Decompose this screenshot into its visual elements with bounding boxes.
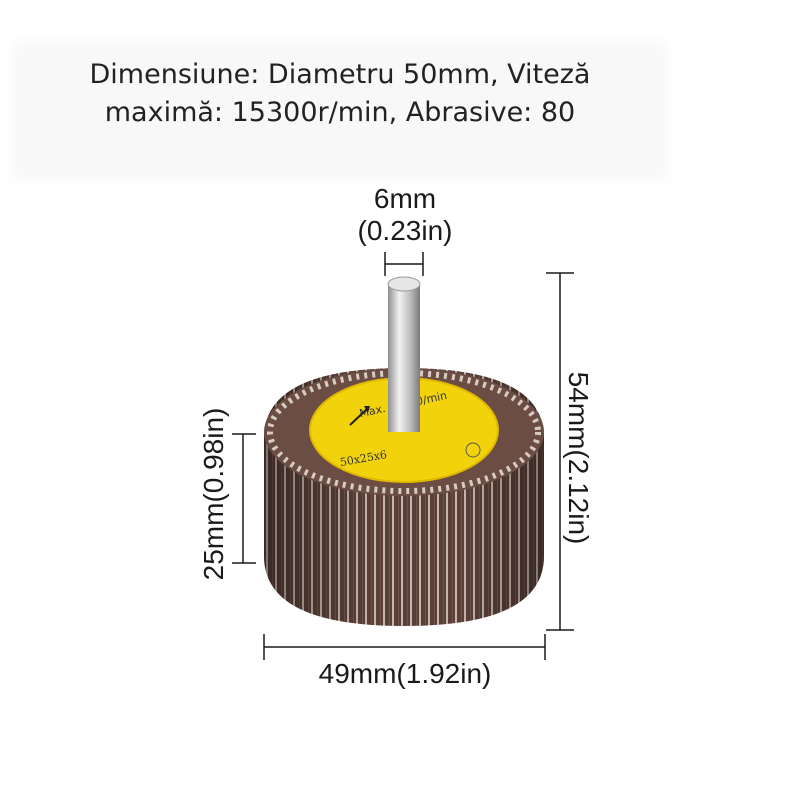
caption-background <box>12 40 668 180</box>
wheel-width-label: 49mm(1.92in) <box>318 658 492 689</box>
shaft-diameter-mm: 6mm <box>373 183 437 214</box>
wheel-thickness-label: 25mm(0.98in) <box>198 407 229 581</box>
caption-line-2: maximă: 15300r/min, Abrasive: 80 <box>104 97 576 128</box>
product-caption: Dimensiune: Diametru 50mm, Viteză maximă… <box>30 56 650 132</box>
shaft-diameter-label: 6mm (0.23in) <box>340 183 470 247</box>
shaft-diameter-in: (0.23in) <box>357 215 453 246</box>
caption-line-1: Dimensiune: Diametru 50mm, Viteză <box>89 59 591 90</box>
mounting-shaft <box>387 276 421 432</box>
dimension-lines <box>232 252 574 660</box>
total-height-label: 54mm(2.12in) <box>563 371 594 545</box>
